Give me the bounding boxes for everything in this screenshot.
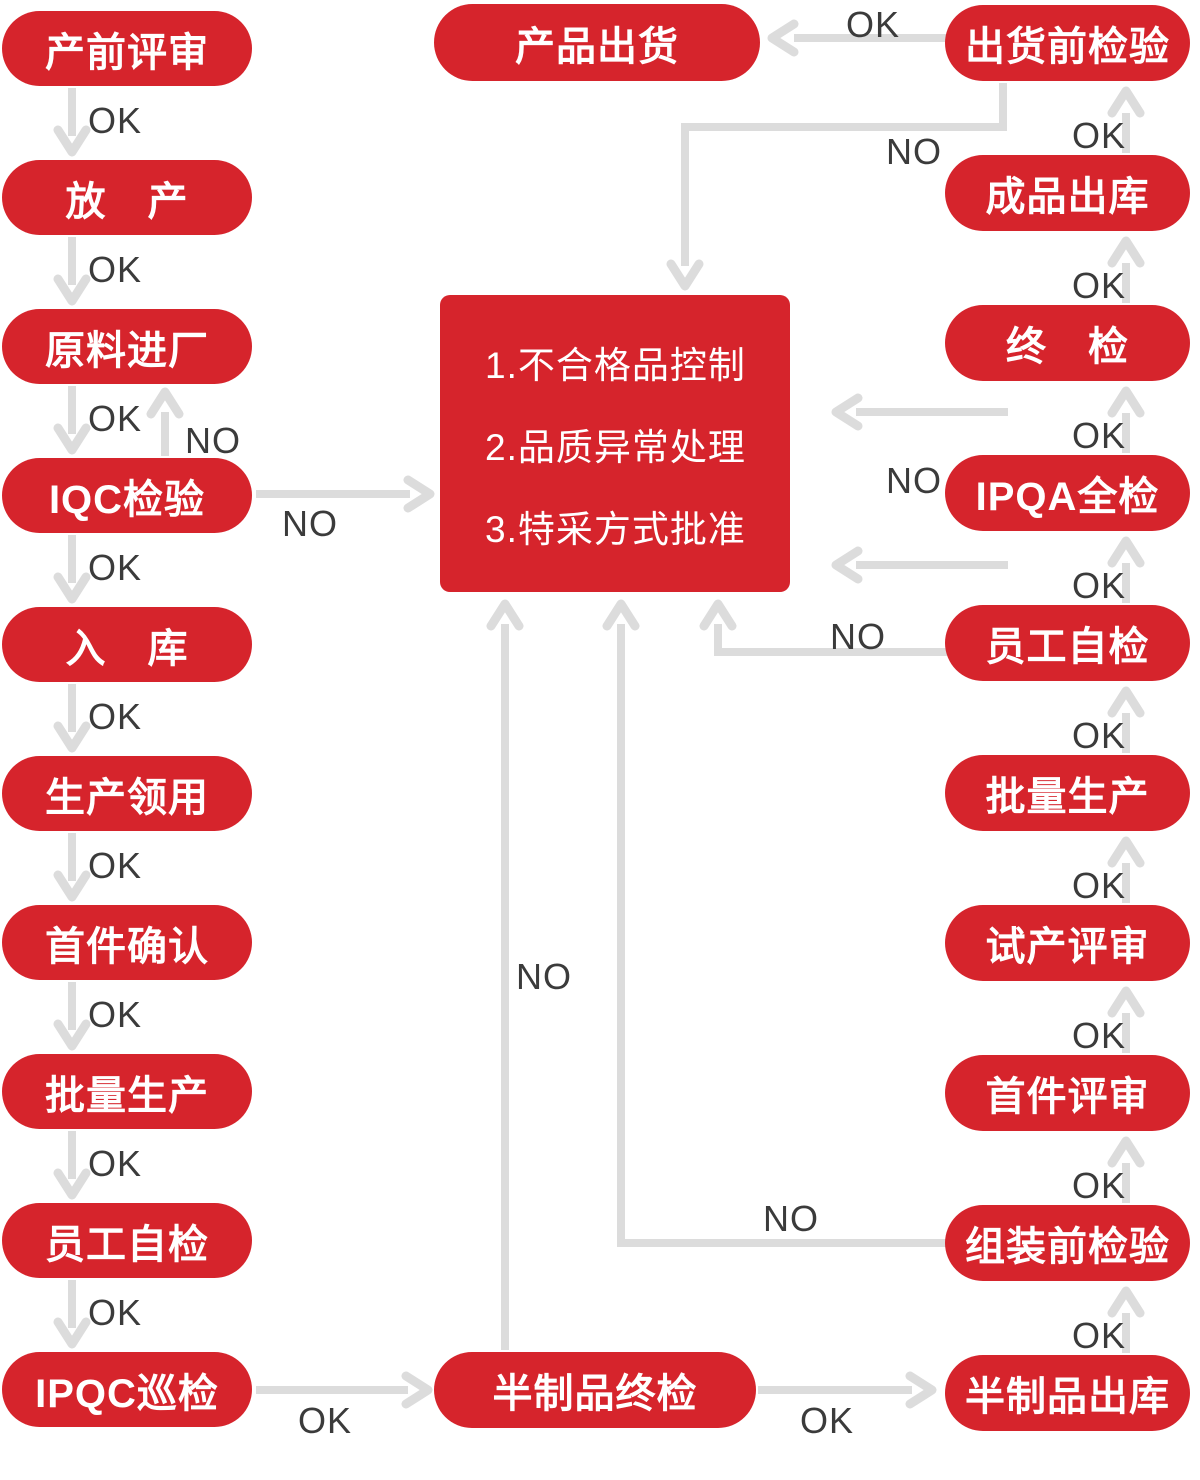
arrow-down-left-9 bbox=[53, 1280, 91, 1349]
arrow-down-left-3 bbox=[53, 386, 91, 455]
edge-label-ok: OK bbox=[846, 4, 901, 45]
arrow-up-right-9 bbox=[1107, 1286, 1145, 1353]
node-trial-production-review: 试产评审 bbox=[945, 905, 1190, 981]
node-self-inspection-left: 员工自检 bbox=[2, 1203, 252, 1278]
edge-label-ok: OK bbox=[1072, 715, 1127, 756]
node-iqc-inspection: IQC检验 bbox=[2, 458, 252, 533]
arrow-iqc-no-up bbox=[146, 387, 184, 456]
arrow-preshipment-to-ship bbox=[767, 19, 948, 57]
node-final-inspection: 终 检 bbox=[945, 305, 1190, 381]
arrow-down-left-2 bbox=[53, 237, 91, 306]
arrow-preshipment-no-down bbox=[666, 83, 1007, 291]
node-self-inspection-right: 员工自检 bbox=[945, 605, 1190, 681]
edge-label-ok: OK bbox=[1072, 115, 1127, 156]
edge-label-ok: OK bbox=[88, 249, 143, 290]
edge-label-ok: OK bbox=[800, 1400, 855, 1441]
node-ipqc-patrol: IPQC巡检 bbox=[2, 1352, 252, 1427]
edge-label-ok: OK bbox=[88, 696, 143, 737]
arrow-down-left-7 bbox=[53, 982, 91, 1051]
edge-label-ok: OK bbox=[298, 1400, 353, 1441]
arrow-up-right-3 bbox=[1107, 386, 1145, 453]
edge-label-ok: OK bbox=[88, 100, 143, 141]
box-nonconforming-control: 1.不合格品控制 2.品质异常处理 3.特采方式批准 bbox=[440, 295, 790, 592]
edge-label-ok: OK bbox=[1072, 1015, 1127, 1056]
arrow-selfcheck-no bbox=[699, 599, 947, 656]
node-warehousing: 入 库 bbox=[2, 607, 252, 682]
arrow-up-right-8 bbox=[1107, 1136, 1145, 1203]
control-box-line-2: 2.品质异常处理 bbox=[485, 426, 746, 468]
control-box-line-3: 3.特采方式批准 bbox=[485, 508, 746, 550]
arrow-semifinal-to-outbound bbox=[758, 1371, 937, 1409]
node-production-requisition: 生产领用 bbox=[2, 756, 252, 831]
edge-label-no: NO bbox=[282, 503, 338, 544]
arrow-iqc-no-right bbox=[256, 475, 435, 513]
edge-label-no: NO bbox=[516, 956, 572, 997]
edge-label-ok: OK bbox=[88, 1292, 143, 1333]
node-material-arrival: 原料进厂 bbox=[2, 309, 252, 384]
edge-label-ok: OK bbox=[88, 994, 143, 1035]
arrow-preassembly-no bbox=[602, 599, 947, 1247]
edge-label-ok: OK bbox=[1072, 265, 1127, 306]
edge-label-no: NO bbox=[185, 420, 241, 461]
arrow-semifinal-no-up bbox=[486, 599, 524, 1350]
node-ipqa-full-inspection: IPQA全检 bbox=[945, 455, 1190, 531]
edge-label-ok: OK bbox=[1072, 415, 1127, 456]
edge-label-ok: OK bbox=[1072, 865, 1127, 906]
arrow-up-right-1 bbox=[1107, 86, 1145, 153]
edge-label-ok: OK bbox=[1072, 565, 1127, 606]
edge-label-ok: OK bbox=[88, 845, 143, 886]
edge-label-no: NO bbox=[830, 616, 886, 657]
edge-label-no: NO bbox=[886, 131, 942, 172]
arrow-up-right-5 bbox=[1107, 686, 1145, 753]
arrow-up-right-4 bbox=[1107, 536, 1145, 603]
node-preproduction-review: 产前评审 bbox=[2, 11, 252, 86]
node-semifinished-outbound: 半制品出库 bbox=[945, 1355, 1190, 1431]
arrow-up-right-2 bbox=[1107, 236, 1145, 303]
node-product-shipment: 产品出货 bbox=[434, 4, 760, 81]
control-box-line-1: 1.不合格品控制 bbox=[485, 344, 746, 386]
edge-label-ok: OK bbox=[88, 398, 143, 439]
arrow-down-left-4 bbox=[53, 535, 91, 604]
arrow-up-right-7 bbox=[1107, 986, 1145, 1053]
arrow-down-left-5 bbox=[53, 684, 91, 753]
node-preassembly-inspection: 组装前检验 bbox=[945, 1205, 1190, 1281]
edge-label-ok: OK bbox=[1072, 1315, 1127, 1356]
arrow-up-right-6 bbox=[1107, 836, 1145, 903]
edge-label-no: NO bbox=[763, 1198, 819, 1239]
arrow-down-left-8 bbox=[53, 1131, 91, 1200]
arrow-selfcheck-no-left bbox=[831, 546, 1008, 584]
node-preshipment-inspection: 出货前检验 bbox=[945, 5, 1190, 81]
arrow-down-left-1 bbox=[53, 88, 91, 157]
node-mass-production-left: 批量生产 bbox=[2, 1054, 252, 1129]
node-finished-outbound: 成品出库 bbox=[945, 155, 1190, 231]
arrow-ipqa-no-left bbox=[831, 393, 1008, 431]
edge-label-ok: OK bbox=[88, 547, 143, 588]
node-semifinished-final-inspect: 半制品终检 bbox=[434, 1352, 756, 1428]
node-mass-production-right: 批量生产 bbox=[945, 755, 1190, 831]
edge-label-ok: OK bbox=[88, 1143, 143, 1184]
node-release-production: 放 产 bbox=[2, 160, 252, 235]
node-first-article-confirm: 首件确认 bbox=[2, 905, 252, 980]
arrow-down-left-6 bbox=[53, 833, 91, 902]
arrow-ipqc-to-semifinal bbox=[256, 1371, 433, 1409]
edge-label-no: NO bbox=[886, 460, 942, 501]
node-first-article-review: 首件评审 bbox=[945, 1055, 1190, 1131]
edge-label-ok: OK bbox=[1072, 1165, 1127, 1206]
